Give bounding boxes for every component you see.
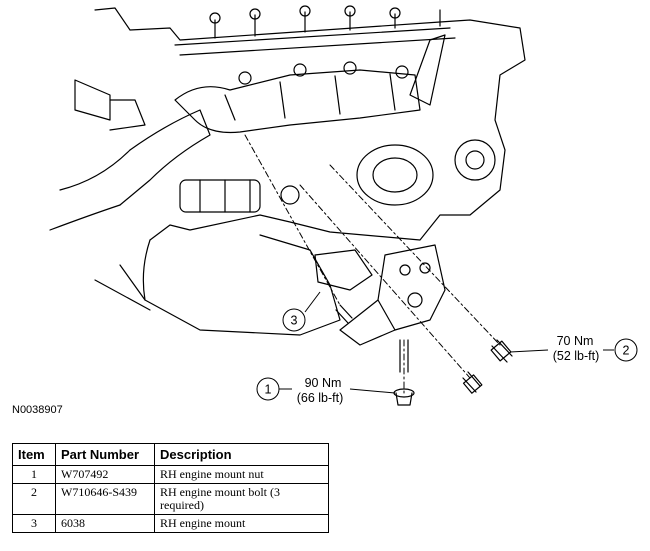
alignment-lines xyxy=(244,134,501,396)
table-header-row: Item Part Number Description xyxy=(12,443,329,466)
callout-2-torque-nm: 70 Nm xyxy=(557,334,594,348)
table-row: 2 W710646-S439 RH engine mount bolt (3 r… xyxy=(12,483,329,515)
cell-part-number: 6038 xyxy=(55,514,155,533)
callout-2-torque-lbft: (52 lb-ft) xyxy=(553,349,600,363)
header-item: Item xyxy=(12,443,56,466)
header-part-number: Part Number xyxy=(55,443,155,466)
callout-2: 70 Nm (52 lb-ft) 2 xyxy=(509,334,638,363)
header-description: Description xyxy=(154,443,329,466)
callout-2-number: 2 xyxy=(623,344,630,358)
callout-3: 3 xyxy=(282,291,321,332)
table-row: 1 W707492 RH engine mount nut xyxy=(12,465,329,484)
cell-item: 1 xyxy=(12,465,56,484)
cell-part-number: W710646-S439 xyxy=(55,483,155,515)
figure-id: N0038907 xyxy=(12,404,63,416)
table-row: 3 6038 RH engine mount xyxy=(12,514,329,533)
parts-table: Item Part Number Description 1 W707492 R… xyxy=(12,443,329,533)
cell-item: 2 xyxy=(12,483,56,515)
cell-description: RH engine mount xyxy=(154,514,329,533)
engine-block xyxy=(49,5,526,406)
cell-description: RH engine mount bolt (3 required) xyxy=(154,483,329,515)
callout-1-number: 1 xyxy=(265,383,272,397)
callout-1-torque-nm: 90 Nm xyxy=(305,376,342,390)
callout-1: 1 90 Nm (66 lb-ft) xyxy=(256,376,396,405)
cell-item: 3 xyxy=(12,514,56,533)
callout-1-torque-lbft: (66 lb-ft) xyxy=(297,391,344,405)
cell-description: RH engine mount nut xyxy=(154,465,329,484)
callout-3-number: 3 xyxy=(291,314,298,328)
cell-part-number: W707492 xyxy=(55,465,155,484)
engine-mount-illustration: 1 90 Nm (66 lb-ft) 70 Nm (52 lb-ft) 2 3 xyxy=(49,5,638,406)
